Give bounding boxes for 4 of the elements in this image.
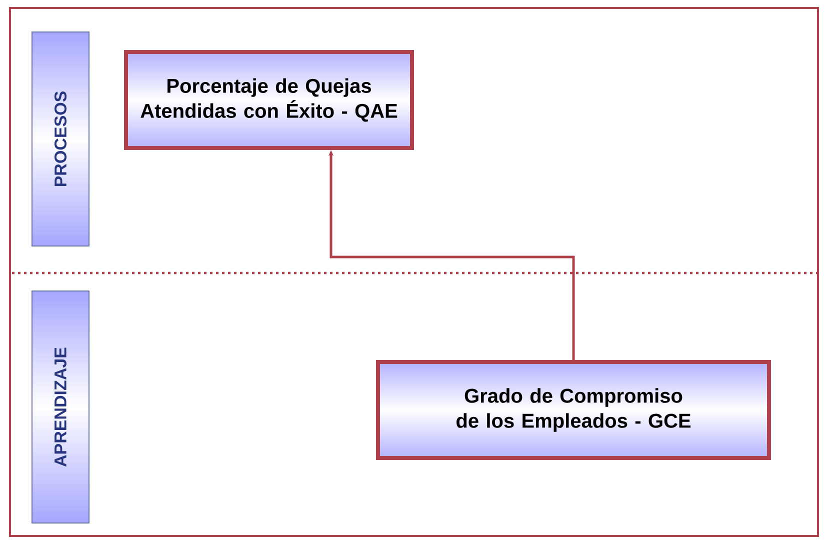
category-band: APRENDIZAJE (32, 290, 90, 524)
indicator-box: Porcentaje de Quejas Atendidas con Éxito - QAE (124, 50, 414, 150)
category-band: PROCESOS (32, 32, 90, 246)
indicator-box: Grado de Compromiso de los Empleados - GCE (376, 360, 771, 460)
